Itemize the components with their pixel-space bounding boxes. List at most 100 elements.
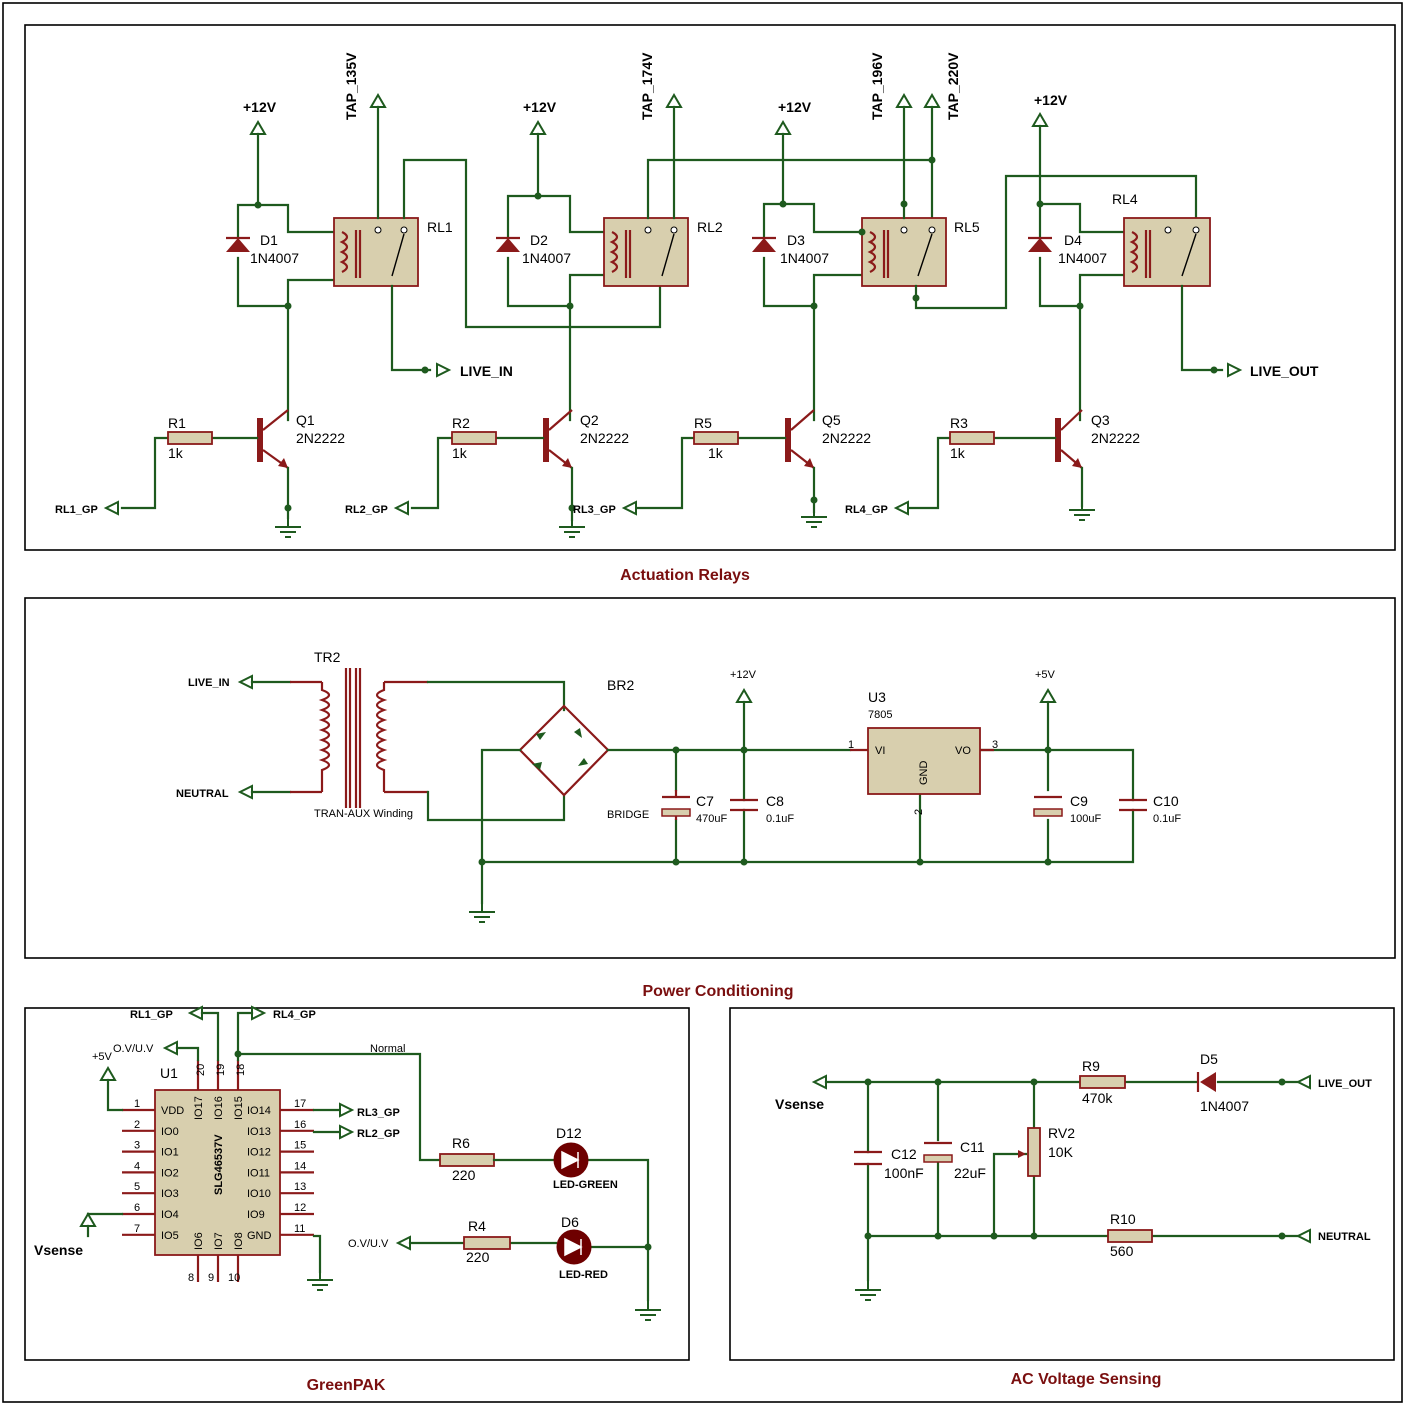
diode-d2 — [496, 238, 520, 252]
c7-value: 470uF — [696, 813, 727, 825]
chip-u1 — [154, 1089, 281, 1256]
r2-label: R2 — [452, 415, 470, 431]
pin-number-right: 11 — [294, 1223, 305, 1235]
relay-stage-3: +12V D3 1N4007 RL5 TAP_196V TAP_220V Q5 … — [573, 52, 1198, 528]
diode-d5 — [1200, 1072, 1216, 1092]
q2-part: 2N2222 — [580, 430, 629, 446]
tap-196-label: TAP_196V — [869, 52, 885, 120]
gp-ovuv-label: O.V/U.V — [113, 1043, 154, 1055]
power-frame — [24, 597, 1396, 959]
gp-normal-label: Normal — [370, 1043, 405, 1055]
r9-label: R9 — [1082, 1058, 1100, 1074]
relay-stage-1: +12V D1 1N4007 RL1 TAP_135V LIVE_IN Q1 2… — [55, 52, 662, 538]
q1-label: Q1 — [296, 412, 315, 428]
d1-label: D1 — [260, 232, 278, 248]
d4-label: D4 — [1064, 232, 1082, 248]
d4-part: 1N4007 — [1058, 250, 1107, 266]
rl4-label: RL4 — [1112, 191, 1138, 207]
pin-number-top: 18 — [235, 1064, 247, 1076]
pin-number-left: 1 — [134, 1098, 140, 1110]
q1-part: 2N2222 — [296, 430, 345, 446]
r1 — [167, 431, 213, 445]
sense-neutral-label: NEUTRAL — [1318, 1231, 1371, 1243]
u3-pin2: 2 — [913, 809, 925, 815]
u3-label: U3 — [868, 689, 886, 705]
pin-name-bottom: IO7 — [213, 1232, 225, 1250]
gp-rl3-label: RL3_GP — [357, 1107, 400, 1119]
relay-stage-2: +12V D2 1N4007 RL2 TAP_174V Q2 2N2222 R2… — [345, 52, 936, 538]
pin-name-bottom: IO8 — [233, 1232, 245, 1250]
q3-label: Q3 — [1091, 412, 1110, 428]
pin-name-top: IO16 — [213, 1096, 225, 1120]
d2-label: D2 — [530, 232, 548, 248]
transformer-tr2 — [318, 668, 388, 808]
pin-number-right: 16 — [294, 1119, 306, 1131]
sense-vsense-label: Vsense — [775, 1096, 824, 1112]
pin-name-right: IO9 — [247, 1209, 265, 1221]
rv2-label: RV2 — [1048, 1125, 1075, 1141]
pin-number-right: 12 — [294, 1202, 306, 1214]
br2-label: BR2 — [607, 677, 634, 693]
u3-part: 7805 — [868, 709, 892, 721]
c8-value: 0.1uF — [766, 813, 794, 825]
pin-name-right: IO10 — [247, 1188, 271, 1200]
r4-label: R4 — [468, 1218, 486, 1234]
c11-value: 22uF — [954, 1165, 986, 1181]
pin-name-top: IO15 — [233, 1096, 245, 1120]
d5-part: 1N4007 — [1200, 1098, 1249, 1114]
pin-name-right: GND — [247, 1230, 272, 1242]
sensing-circuit: Vsense R9 470k D5 1N4007 LIVE_OUT C12 10… — [775, 1051, 1372, 1301]
r6-value: 220 — [452, 1167, 476, 1183]
v5-label: +5V — [1035, 669, 1056, 681]
r5-value: 1k — [708, 445, 724, 461]
c12-value: 100nF — [884, 1165, 924, 1181]
u3-pin3: 3 — [992, 739, 998, 751]
c8-label: C8 — [766, 793, 784, 809]
regulator-u3 — [867, 727, 981, 795]
power-title: Power Conditioning — [642, 983, 793, 1000]
r4 — [463, 1236, 511, 1250]
actuation-title: Actuation Relays — [620, 567, 750, 584]
c9-value: 100uF — [1070, 813, 1101, 825]
q2-label: Q2 — [580, 412, 599, 428]
tr2-note: TRAN-AUX Winding — [314, 808, 413, 820]
r5-label: R5 — [694, 415, 712, 431]
gp-rl4-label: RL4_GP — [273, 1009, 316, 1021]
r1-value: 1k — [168, 445, 184, 461]
pin-name-left: IO1 — [161, 1147, 179, 1159]
d1-part: 1N4007 — [250, 250, 299, 266]
r9 — [1079, 1075, 1126, 1089]
live-in-label: LIVE_IN — [460, 363, 513, 379]
u1-part: SLG46537V — [213, 1134, 225, 1195]
pin-number-left: 2 — [134, 1119, 140, 1131]
u1-label: U1 — [160, 1065, 178, 1081]
rl4-gp-label: RL4_GP — [845, 504, 888, 516]
pin-name-right: IO14 — [247, 1105, 271, 1117]
c10-value: 0.1uF — [1153, 813, 1181, 825]
greenpak-frame — [24, 1007, 690, 1361]
gp-rl1-label: RL1_GP — [130, 1009, 173, 1021]
tr2-label: TR2 — [314, 649, 341, 665]
greenpak-title: GreenPAK — [307, 1377, 386, 1394]
gp-ovuv2-label: O.V/U.V — [348, 1238, 389, 1250]
gp-v5-label: +5V — [92, 1051, 113, 1063]
q5-label: Q5 — [822, 412, 841, 428]
pin-number-left: 3 — [134, 1140, 140, 1152]
pin-number-top: 20 — [195, 1064, 207, 1076]
actuation-frame — [24, 24, 1396, 551]
pin-name-left: IO0 — [161, 1126, 179, 1138]
power-circuit: LIVE_IN NEUTRAL TR2 TRAN-AUX Winding BR2… — [176, 649, 1181, 923]
bridge-label: BRIDGE — [607, 809, 649, 821]
pin-name-right: IO11 — [247, 1167, 270, 1179]
r3 — [949, 431, 995, 445]
pin-name-top: IO17 — [193, 1096, 205, 1120]
d3-part: 1N4007 — [780, 250, 829, 266]
u3-vo: VO — [955, 745, 971, 757]
pin-number-top: 19 — [215, 1064, 227, 1076]
rl1-gp-label: RL1_GP — [55, 504, 98, 516]
r10 — [1107, 1229, 1153, 1243]
r3-label: R3 — [950, 415, 968, 431]
pin-name-right: IO12 — [247, 1147, 271, 1159]
